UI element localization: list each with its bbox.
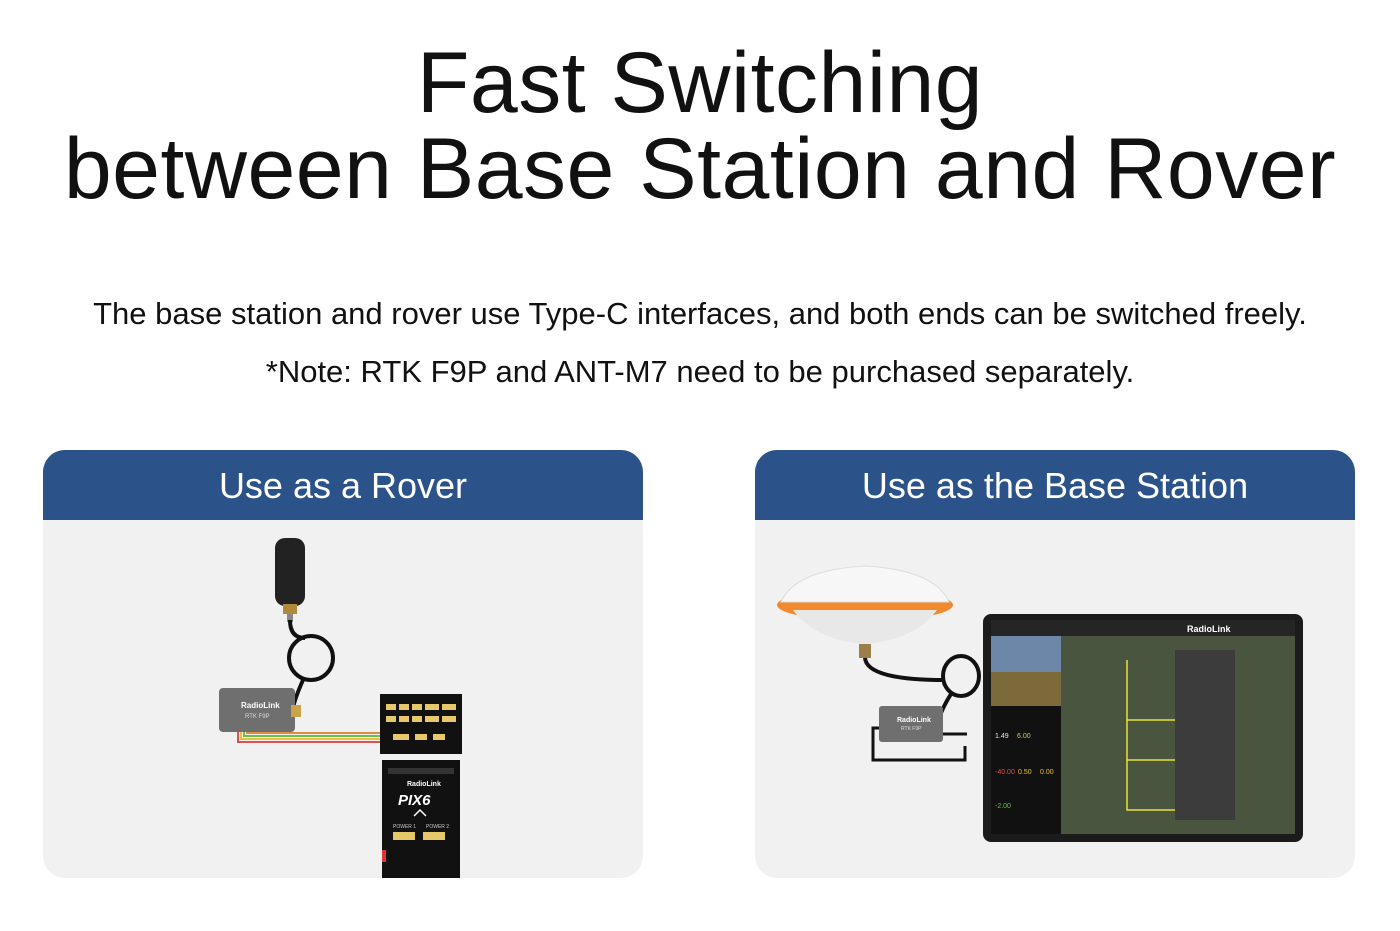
rover-module-model: RTK F9P — [245, 714, 270, 720]
pix6-brand: RadioLink — [407, 781, 441, 788]
signal-wires — [237, 732, 428, 743]
cable-coil-icon — [287, 619, 335, 709]
rover-card: Use as a Rover RadioLink RTK F9P — [43, 450, 643, 878]
base-station-illustration: RadioLink RTK F9P RadioLink 1.49 6.00 -4… — [755, 520, 1355, 878]
telemetry-value-1: 1.49 — [995, 733, 1009, 740]
base-antenna-icon — [777, 565, 953, 658]
base-module-brand: RadioLink — [897, 717, 931, 724]
rover-module-brand: RadioLink — [241, 701, 280, 710]
rover-antenna-icon — [275, 538, 305, 622]
rover-illustration: RadioLink RTK F9P RadioLink — [43, 520, 643, 878]
base-station-card-header: Use as the Base Station — [755, 450, 1355, 520]
pix6-port-2: POWER 2 — [426, 824, 449, 830]
screen-brand: RadioLink — [1187, 624, 1231, 634]
rover-diagram: RadioLink RTK F9P RadioLink — [219, 538, 462, 878]
description-text: The base station and rover use Type-C in… — [93, 296, 1307, 331]
title-line-2: between Base Station and Rover — [63, 121, 1337, 217]
telemetry-value-5: 0.00 — [1040, 769, 1054, 776]
base-station-diagram: RadioLink RTK F9P RadioLink 1.49 6.00 -4… — [777, 565, 1303, 842]
base-station-card: Use as the Base Station RadioLink RTK F9… — [755, 450, 1355, 878]
note-text: *Note: RTK F9P and ANT-M7 need to be pur… — [265, 354, 1135, 389]
rtk-module-icon: RadioLink RTK F9P — [219, 688, 301, 732]
pix6-port-1: POWER 1 — [393, 824, 416, 830]
telemetry-value-6: -2.00 — [995, 803, 1011, 810]
telemetry-value-2: 6.00 — [1017, 733, 1031, 740]
tablet-screen-icon: RadioLink 1.49 6.00 -40.00 0.50 0.00 -2.… — [983, 614, 1303, 842]
page-title: Fast Switching between Base Station and … — [0, 40, 1400, 212]
pix6-name: PIX6 — [398, 792, 431, 809]
base-module-model: RTK F9P — [901, 726, 922, 732]
telemetry-value-3: -40.00 — [995, 769, 1015, 776]
pix6-controller-icon: RadioLink PIX6 POWER 1 POWER 2 — [380, 694, 462, 878]
base-rtk-module-icon: RadioLink RTK F9P — [871, 706, 967, 762]
telemetry-value-4: 0.50 — [1018, 769, 1032, 776]
rover-card-header: Use as a Rover — [43, 450, 643, 520]
title-line-1: Fast Switching — [416, 35, 984, 131]
